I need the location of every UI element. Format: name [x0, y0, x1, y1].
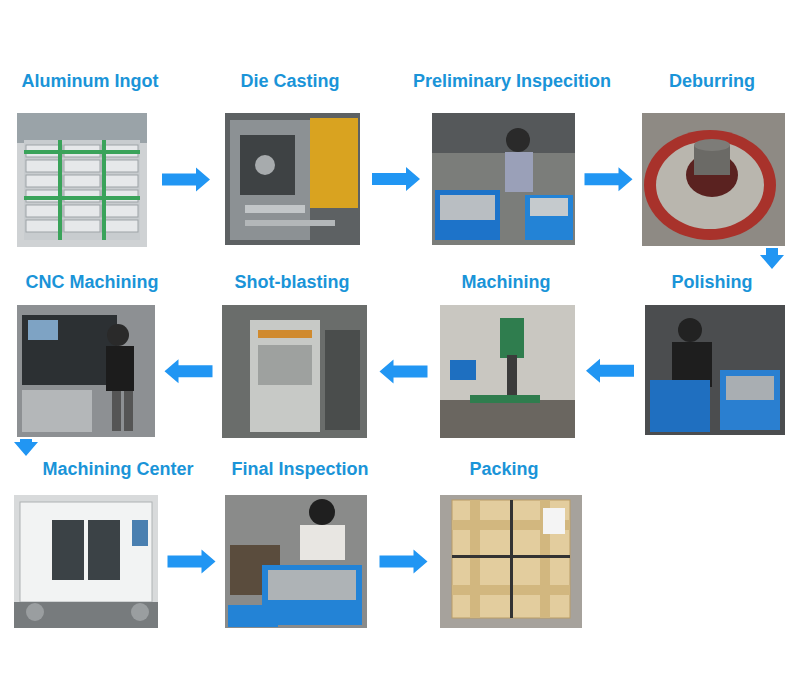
process-step: Shot-blasting	[222, 271, 367, 438]
step-label: Deburring	[669, 70, 755, 92]
process-step: CNC Machining	[17, 271, 155, 437]
step-label: Die Casting	[240, 70, 339, 92]
flow-arrow	[14, 439, 38, 456]
cnc-photo	[17, 305, 155, 437]
step-label: Aluminum Ingot	[22, 70, 159, 92]
process-step: Machining Center	[14, 458, 158, 628]
flow-arrow	[372, 167, 420, 191]
machining-photo	[440, 305, 575, 438]
step-label: Packing	[469, 458, 538, 480]
flow-arrow	[165, 359, 213, 383]
process-step: Deburring	[642, 70, 785, 246]
flow-arrow	[586, 359, 634, 383]
flow-arrow	[168, 550, 216, 574]
process-step: Machining	[440, 271, 575, 438]
step-label: Machining Center	[42, 458, 193, 480]
die-casting-photo	[225, 113, 360, 245]
packing-photo	[440, 495, 582, 628]
process-step: Final Inspection	[225, 458, 367, 628]
step-label: CNC Machining	[26, 271, 159, 293]
step-label: Shot-blasting	[235, 271, 350, 293]
step-label: Preliminary Inspecition	[413, 70, 611, 92]
flow-arrow	[380, 360, 428, 384]
process-step: Die Casting	[225, 70, 360, 245]
ingot-photo	[17, 113, 147, 247]
process-step: Packing	[440, 458, 582, 628]
machining-center-photo	[14, 495, 158, 628]
process-step: Aluminum Ingot	[17, 70, 147, 247]
shot-blasting-photo	[222, 305, 367, 438]
deburring-photo	[642, 113, 785, 246]
step-label: Final Inspection	[231, 458, 368, 480]
process-step: Polishing	[645, 271, 785, 435]
final-inspection-photo	[225, 495, 367, 628]
flow-arrow	[760, 248, 784, 269]
inspection-photo	[432, 113, 575, 245]
step-label: Machining	[462, 271, 551, 293]
flow-arrow	[162, 168, 210, 192]
flow-arrow	[380, 550, 428, 574]
polishing-photo	[645, 305, 785, 435]
step-label: Polishing	[672, 271, 753, 293]
process-step: Preliminary Inspecition	[432, 70, 575, 245]
flow-arrow	[585, 167, 633, 191]
